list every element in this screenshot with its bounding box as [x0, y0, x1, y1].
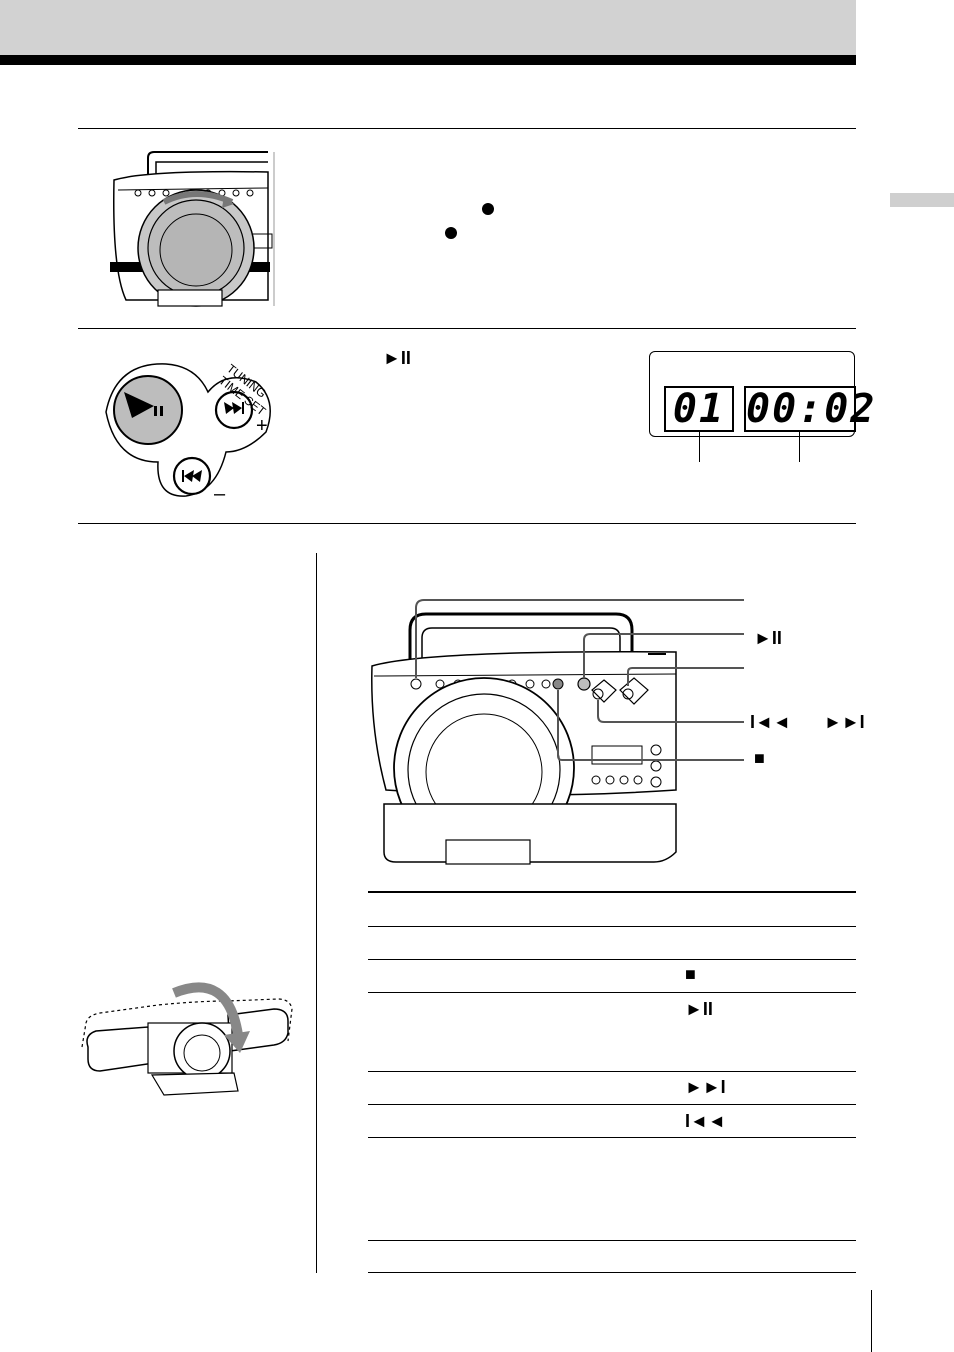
section-rule	[78, 523, 856, 524]
table-cell-next-symbol: ►►I	[685, 1077, 726, 1097]
table-cell-stop-symbol: ■	[685, 964, 696, 984]
header-band	[0, 0, 856, 55]
rotate-unit-illustration	[81, 982, 293, 1096]
time-callout-line	[799, 432, 800, 462]
column-divider	[316, 553, 317, 1273]
track-number-display: 01	[664, 386, 734, 432]
table-bottom-rule	[368, 1272, 856, 1273]
header-rule	[0, 55, 856, 65]
table-row-rule	[368, 992, 856, 993]
table-row-rule	[368, 1137, 856, 1138]
unit-front-diagram	[371, 599, 744, 865]
next-callout: ►►I	[824, 712, 865, 732]
bullet-dot	[445, 227, 457, 239]
table-cell-prev-symbol: I◄◄	[685, 1111, 726, 1131]
play-pause-symbol: ►II	[383, 348, 411, 368]
section-rule	[78, 328, 856, 329]
stop-callout: ■	[754, 748, 765, 768]
table-row-rule	[368, 959, 856, 960]
track-callout-line	[699, 432, 700, 462]
section-tab	[890, 193, 954, 207]
table-top-rule	[368, 891, 856, 893]
open-lid-illustration	[110, 151, 275, 307]
table-row-rule	[368, 1104, 856, 1105]
minus-label: –	[214, 483, 226, 502]
plus-label: +	[256, 415, 268, 437]
bullet-dot	[482, 203, 494, 215]
page-number-rule	[871, 1290, 872, 1352]
table-row-rule	[368, 926, 856, 927]
elapsed-time-display: 00:02	[744, 386, 877, 432]
section-rule	[78, 128, 856, 129]
table-cell-play-pause-symbol: ►II	[685, 999, 713, 1019]
table-row-rule	[368, 1071, 856, 1072]
button-cluster-illustration: TUNING TIME SET + –	[105, 361, 271, 502]
prev-callout: I◄◄	[750, 712, 791, 732]
play-pause-callout: ►II	[754, 628, 782, 648]
table-row-rule	[368, 1240, 856, 1241]
